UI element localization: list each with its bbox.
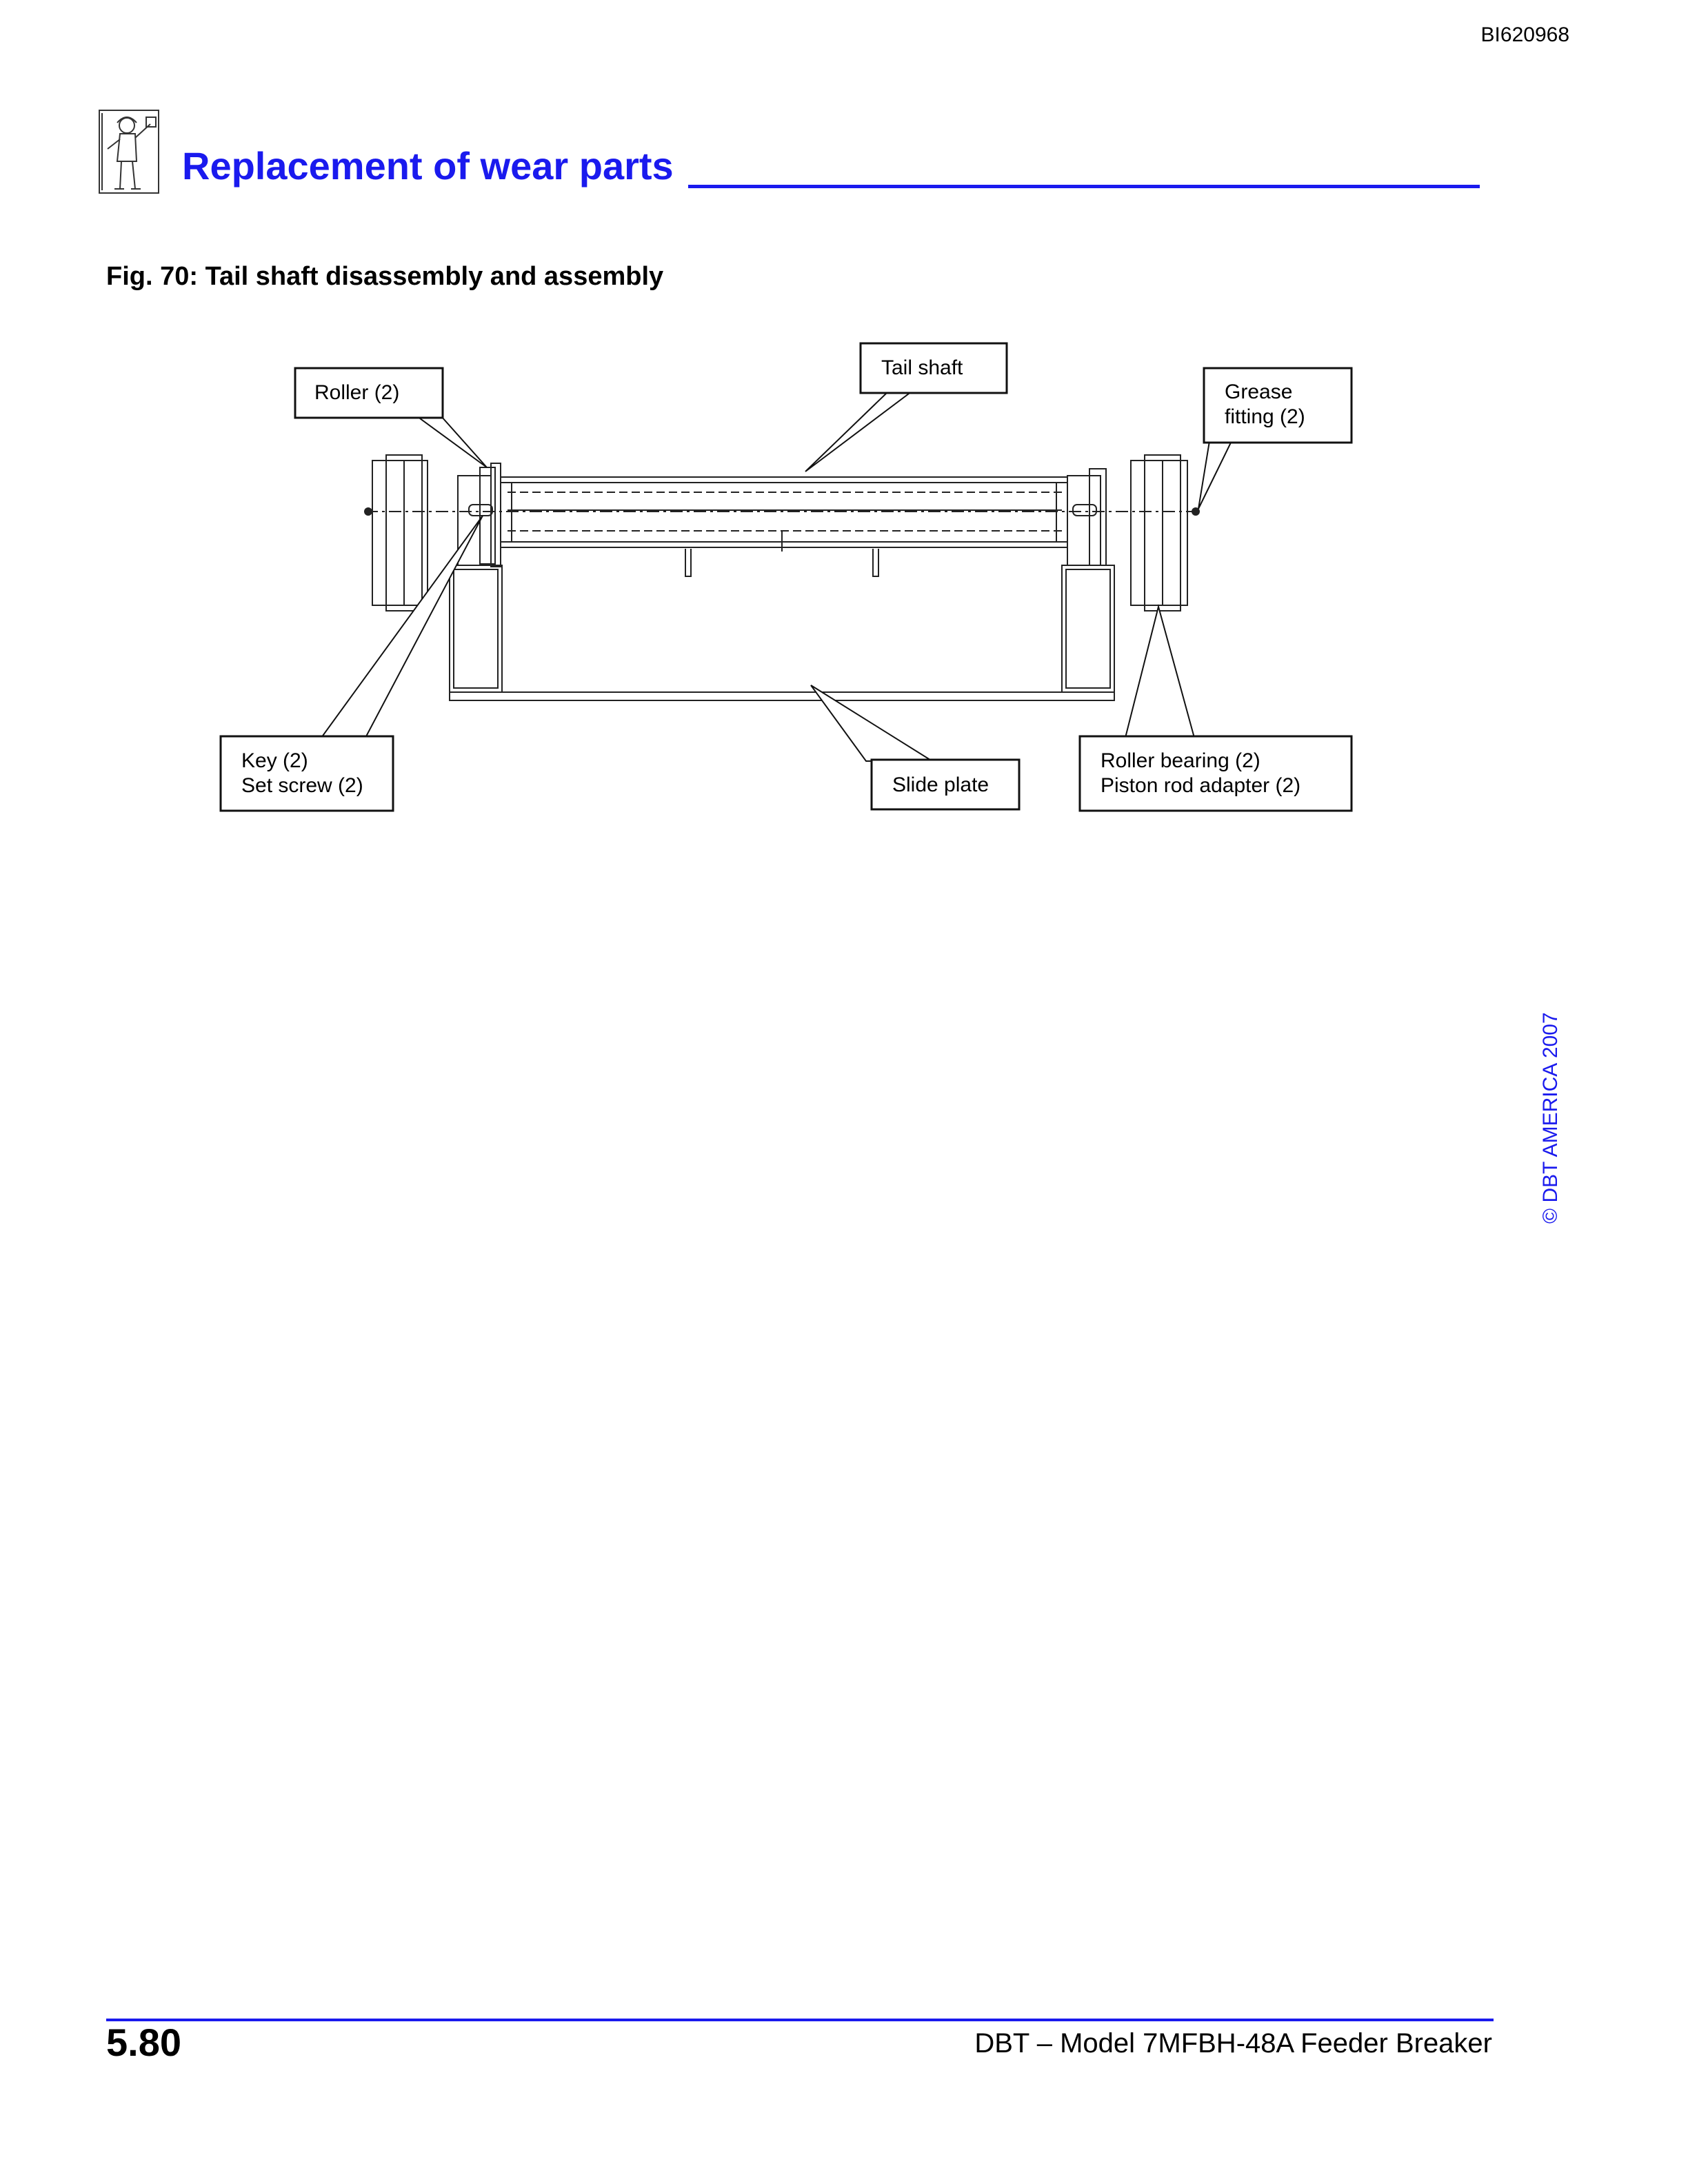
figure-caption: Fig. 70: Tail shaft disassembly and asse… bbox=[106, 262, 664, 291]
copyright-notice: © DBT AMERICA 2007 bbox=[1539, 1012, 1562, 1224]
callout-roller bbox=[294, 367, 444, 419]
title-underline bbox=[688, 185, 1480, 188]
callout-label-roller: Roller (2) bbox=[314, 381, 399, 404]
tail-shaft-drawing bbox=[364, 454, 1200, 701]
footer-title: DBT – Model 7MFBH-48A Feeder Breaker bbox=[974, 2028, 1492, 2059]
callout-label-piston-rod-adapter: Piston rod adapter (2) bbox=[1101, 774, 1300, 797]
callout-leaders bbox=[320, 391, 1233, 762]
document-id: BI620968 bbox=[1480, 23, 1569, 46]
callout-roller-bearing bbox=[1078, 735, 1353, 812]
callout-labels: Roller (2) Tail shaft Grease fitting (2)… bbox=[241, 356, 1305, 797]
footer-rule bbox=[106, 2019, 1494, 2021]
callout-tail-shaft bbox=[859, 342, 1008, 394]
page-number: 5.80 bbox=[106, 2021, 181, 2064]
callout-label-slide-plate: Slide plate bbox=[892, 774, 989, 796]
callout-label-key: Key (2) bbox=[241, 749, 308, 772]
callout-label-set-screw: Set screw (2) bbox=[241, 774, 363, 797]
callout-boxes bbox=[219, 342, 1353, 812]
callout-label-tail-shaft: Tail shaft bbox=[881, 356, 963, 379]
callout-label-grease-1: Grease bbox=[1225, 381, 1292, 403]
tail-shaft-diagram: Roller (2) Tail shaft Grease fitting (2)… bbox=[219, 342, 1353, 812]
callout-grease-fitting bbox=[1203, 367, 1353, 444]
section-title: Replacement of wear parts bbox=[182, 144, 674, 188]
callout-key-set-screw bbox=[219, 735, 394, 812]
callout-label-roller-bearing: Roller bearing (2) bbox=[1101, 749, 1260, 772]
callout-label-grease-2: fitting (2) bbox=[1225, 405, 1305, 428]
mechanic-with-wrench-icon bbox=[99, 110, 159, 194]
callout-slide-plate bbox=[870, 758, 1021, 811]
